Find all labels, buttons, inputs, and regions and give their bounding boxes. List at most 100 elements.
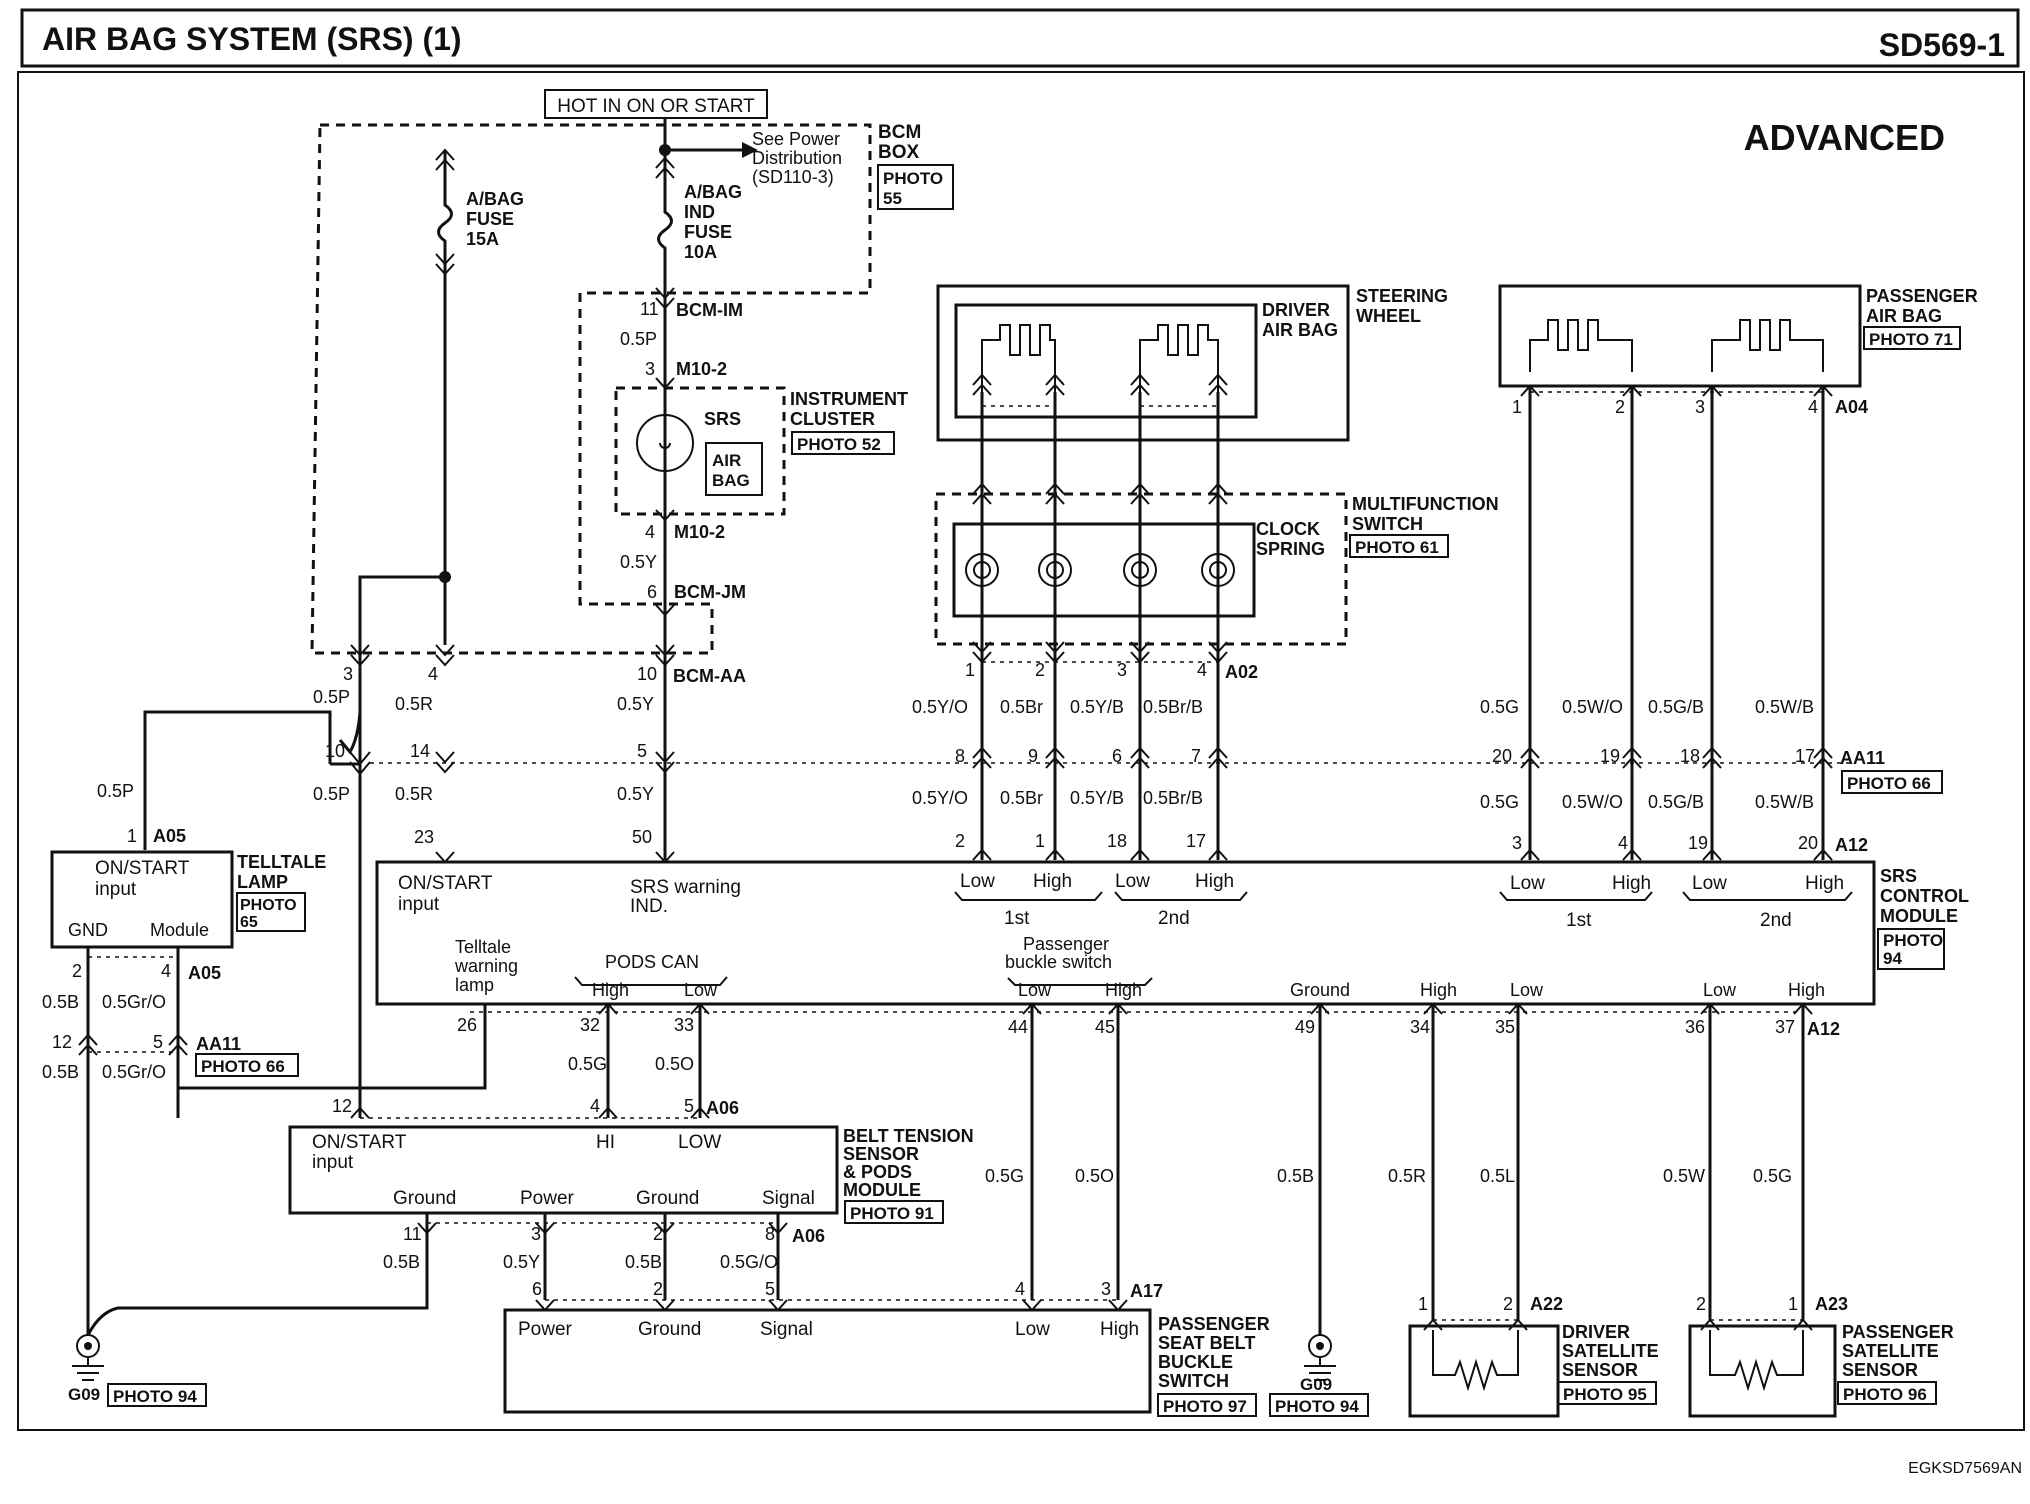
telltale-w-top: 0.5P xyxy=(97,781,134,801)
srs-on-start-2: input xyxy=(398,894,440,915)
lamp-filament-icon xyxy=(659,442,671,449)
wire-upper-drv-1: 0.5Y/O xyxy=(912,697,968,717)
svg-text:35: 35 xyxy=(1495,1017,1515,1037)
telltale-lamp-box xyxy=(50,850,234,949)
srs-ground: Ground xyxy=(1290,980,1350,1000)
aa11-conn: AA11 xyxy=(1840,748,1885,768)
cluster-photo: PHOTO 52 xyxy=(797,435,881,454)
cluster-label-2: CLUSTER xyxy=(790,409,875,429)
telltale-gnd: GND xyxy=(68,920,108,940)
belt-label-4: MODULE xyxy=(843,1180,921,1200)
srs-photo-1: PHOTO xyxy=(1883,931,1943,950)
wire-upper-drv-3: 0.5Y/B xyxy=(1070,697,1124,717)
a23-pin-1: 1 xyxy=(1788,1294,1798,1314)
ground-right-photo-box xyxy=(1269,1393,1369,1417)
fuse-terminal-icon xyxy=(435,253,455,276)
wire-0.5p-cluster: 0.5P xyxy=(620,329,657,349)
wire-upper-drv-4: 0.5Br/B xyxy=(1143,697,1203,717)
group-bracket-pas-2nd xyxy=(1682,891,1853,901)
wire-upper-0.5r: 0.5R xyxy=(395,694,433,714)
wire-lower-drv-4: 0.5Br/B xyxy=(1143,788,1203,808)
telltale-photo-box xyxy=(236,892,306,932)
connector-icon xyxy=(435,644,455,667)
clock-spring-1: CLOCK xyxy=(1256,519,1320,539)
a02-pin-2: 2 xyxy=(1035,660,1045,680)
belt-label-2: SENSOR xyxy=(843,1144,919,1164)
bcm-label-2: BOX xyxy=(878,142,920,163)
srs-bottom-connector-icons xyxy=(598,1002,1813,1015)
srs-telltale-2: warning xyxy=(454,956,518,976)
a12-bottom-pins: 26 32 33 44 45 49 34 35 36 37 xyxy=(457,1015,1795,1037)
steering-label-1: STEERING xyxy=(1356,286,1448,306)
fuse2-label-2: IND xyxy=(684,202,715,222)
srs-on-start-1: ON/START xyxy=(398,873,493,894)
a12-pas-pin-4: 4 xyxy=(1618,833,1628,853)
belt-w-0.5y: 0.5Y xyxy=(503,1252,540,1272)
pas-sat-label-1: PASSENGER xyxy=(1842,1322,1954,1342)
0.5p-upper-wire xyxy=(338,711,362,755)
telltale-photo-2: 65 xyxy=(240,914,258,931)
group-bracket-drv-2nd xyxy=(1114,891,1248,901)
pin-4: 4 xyxy=(645,522,655,542)
belt-pin-4: 4 xyxy=(590,1096,600,1116)
telltale-aa11-5: 5 xyxy=(153,1032,163,1052)
wire-lower-0.5p: 0.5P xyxy=(313,784,350,804)
srs-buckle-low: Low xyxy=(1018,980,1052,1000)
bcm-aa-pin-3: 3 xyxy=(343,664,353,684)
belt-hi: HI xyxy=(596,1132,615,1153)
aa11-photo-box xyxy=(1841,770,1943,794)
wire-lower-drv-3: 0.5Y/B xyxy=(1070,788,1124,808)
a04-pin-3: 3 xyxy=(1695,397,1705,417)
connector-icon xyxy=(417,1222,788,1235)
svg-text:33: 33 xyxy=(674,1015,694,1035)
wire-lower-0.5y: 0.5Y xyxy=(617,784,654,804)
aa11-pas-pin-20: 20 xyxy=(1492,746,1512,766)
drv-sat-label-2: SATELLITE xyxy=(1562,1341,1659,1361)
connector-icon xyxy=(535,1299,1128,1312)
instrument-cluster-box xyxy=(614,386,786,516)
telltale-conn-a05: A05 xyxy=(153,826,186,846)
svg-text:49: 49 xyxy=(1295,1017,1315,1037)
group-bracket-drv-1st xyxy=(954,891,1103,901)
belt-pin-12: 12 xyxy=(332,1096,352,1116)
pas-group-1st: 1st xyxy=(1566,910,1592,931)
aa11-drv-pin-8: 8 xyxy=(955,746,965,766)
telltale-photo-1: PHOTO xyxy=(240,897,297,914)
wire-upper-pas-3: 0.5G/B xyxy=(1648,697,1704,717)
wire-buckle-0.5g: 0.5G xyxy=(985,1166,1024,1186)
connector-icon xyxy=(350,1106,710,1119)
srs-control-module-box xyxy=(375,860,1876,1006)
buckle-pin-2: 2 xyxy=(653,1279,663,1299)
telltale-w-mod: 0.5Gr/O xyxy=(102,992,166,1012)
a12-conn-top: A12 xyxy=(1835,835,1868,855)
belt-w-0.5go: 0.5G/O xyxy=(720,1252,778,1272)
belt-power: Power xyxy=(520,1188,575,1209)
fuse1-label-2: FUSE xyxy=(466,209,514,229)
belt-on-start-2: input xyxy=(312,1152,354,1173)
aa11-photo: PHOTO 66 xyxy=(1847,774,1931,793)
buckle-signal: Signal xyxy=(760,1319,813,1340)
pas-group-high2: High xyxy=(1805,873,1844,894)
belt-bottom-wires xyxy=(86,1213,780,1336)
buckle-label-3: BUCKLE xyxy=(1158,1352,1233,1372)
connector-icon xyxy=(350,644,370,667)
wire-upper-pas-1: 0.5G xyxy=(1480,697,1519,717)
telltale-aa11-photo: PHOTO 66 xyxy=(201,1057,285,1076)
conn-bcm-jm: BCM-JM xyxy=(674,582,746,602)
telltale-pin-4: 4 xyxy=(161,961,171,981)
srs-pods-high: High xyxy=(592,980,629,1000)
belt-ground-2: Ground xyxy=(636,1188,699,1209)
drv-group-low2: Low xyxy=(1115,871,1150,892)
multi-label-1: MULTIFUNCTION xyxy=(1352,494,1499,514)
wire-pas-sat-0.5w: 0.5W xyxy=(1663,1166,1705,1186)
abag-fuse-wire xyxy=(437,150,453,645)
buckle-photo: PHOTO 97 xyxy=(1163,1397,1247,1416)
pas-sat-photo-box xyxy=(1837,1381,1937,1405)
telltale-on-start-1: ON/START xyxy=(95,858,190,879)
clock-spring-2: SPRING xyxy=(1256,539,1325,559)
connector-icon xyxy=(78,1033,98,1056)
wire-upper-pas-4: 0.5W/B xyxy=(1755,697,1814,717)
a23-pin-2: 2 xyxy=(1696,1294,1706,1314)
wire-upper-0.5p: 0.5P xyxy=(313,687,350,707)
bcm-box-outline xyxy=(310,123,872,655)
